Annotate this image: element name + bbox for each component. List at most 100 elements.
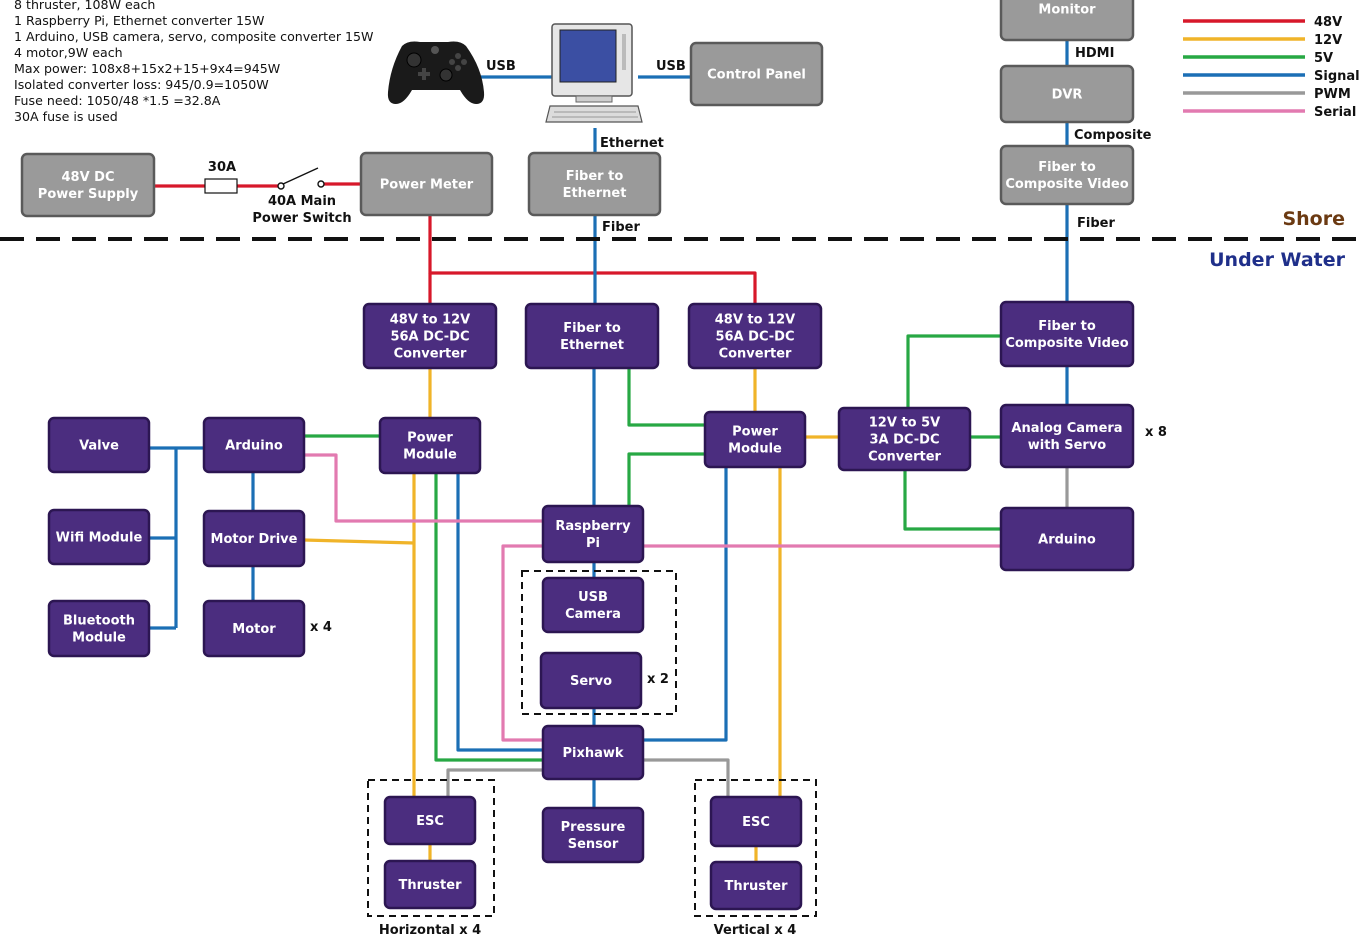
converter-12v-5v-block-label: Converter [868, 450, 941, 465]
converter-12v-5v-block-frame [837, 406, 972, 472]
converter-48v-12v-right-label: 56A DC-DC [715, 330, 794, 345]
computer-icon [545, 23, 643, 123]
wire-12v [303, 368, 839, 862]
note-line: 1 Arduino, USB camera, servo, composite … [14, 29, 374, 44]
arduino-left-block-frame [202, 416, 306, 474]
water-fiber-ethernet-block-frame [524, 302, 660, 370]
converter-48v-12v-left-label: 56A DC-DC [390, 330, 469, 345]
switch-label-line1: 40A Main [268, 194, 336, 209]
servo-block-frame [539, 651, 643, 710]
vertical-thruster-group [694, 779, 817, 917]
water-fiber-ethernet-block-label: Ethernet [560, 338, 624, 353]
note-line: 1 Raspberry Pi, Ethernet converter 15W [14, 13, 265, 28]
wire-5v [304, 334, 1001, 762]
horizontal-thruster-group [367, 779, 495, 917]
usb-camera-block-label: USB [578, 590, 608, 605]
analog-camera-block-label: with Servo [1028, 438, 1107, 453]
shore-fiber-composite-block-label: Fiber to [1038, 160, 1096, 175]
wire-48v [154, 182, 757, 304]
switch-label-line2: Power Switch [252, 211, 351, 226]
converter-12v-5v-block-label: 12V to 5V [869, 416, 940, 431]
servo-multiplier: x 2 [647, 672, 669, 687]
monitor-block: Monitor [999, 0, 1135, 42]
converter-48v-12v-left-frame [362, 302, 498, 370]
shore-fiber-composite-block: Fiber to Composite Video [999, 144, 1135, 206]
dvr-block-label: DVR [1052, 88, 1083, 103]
arduino-left-block: Arduino [202, 416, 306, 474]
water-fiber-composite-block-label: Composite Video [1005, 336, 1128, 351]
water-fiber-ethernet-block-label: Fiber to [563, 321, 621, 336]
fiber-left-label: Fiber [602, 220, 640, 235]
raspberry-pi-block-label: Pi [586, 536, 600, 551]
legend-label: Signal [1314, 69, 1360, 84]
gamepad-icon [387, 41, 485, 104]
power-module-left-block-label: Power [407, 431, 453, 446]
valve-block-label: Valve [79, 439, 119, 454]
hdmi-label: HDMI [1075, 46, 1114, 61]
wifi-module-block-label: Wifi Module [56, 531, 143, 546]
servo-block: Servo [539, 651, 643, 710]
power-module-left-block-label: Module [403, 448, 457, 463]
control-panel-block-label: Control Panel [707, 68, 806, 83]
wifi-module-block: Wifi Module [47, 508, 151, 566]
camera-multiplier: x 8 [1145, 425, 1167, 440]
converter-12v-5v-block: 12V to 5V 3A DC-DC Converter [837, 406, 972, 472]
esc-right-block: ESC [709, 795, 803, 848]
camera-servo-group [521, 570, 677, 715]
usb-camera-block: USB Camera [541, 576, 645, 634]
analog-camera-block-frame [999, 403, 1135, 469]
power-module-right-block-frame [703, 410, 807, 469]
converter-48v-12v-left-label: 48V to 12V [390, 313, 471, 328]
power-meter-block-frame [359, 151, 494, 217]
thruster-right-block-frame [709, 860, 803, 911]
power-supply-block-label: 48V DC [61, 170, 114, 185]
water-fiber-ethernet-block: Fiber to Ethernet [524, 302, 660, 370]
vertical-group-label: Vertical x 4 [714, 923, 797, 938]
legend-label: 48V [1314, 15, 1342, 30]
shore-fiber-ethernet-block-frame [527, 151, 662, 217]
pixhawk-block: Pixhawk [541, 724, 645, 781]
note-line: Isolated converter loss: 945/0.9=1050W [14, 77, 269, 92]
thruster-left-block-frame [383, 859, 477, 910]
usb-camera-block-label: Camera [565, 607, 621, 622]
usb-left-label: USB [486, 59, 516, 74]
converter-48v-12v-right-label: Converter [719, 347, 792, 362]
bluetooth-module-block-frame [47, 599, 151, 658]
legend-label: 5V [1314, 51, 1333, 66]
arduino-right-block-label: Arduino [1038, 533, 1096, 548]
power-switch-icon [277, 167, 325, 190]
motor-block-frame [202, 599, 306, 658]
power-module-right-block-label: Module [728, 442, 782, 457]
analog-camera-block-label: Analog Camera [1011, 421, 1122, 436]
legend-label: 12V [1314, 33, 1342, 48]
esc-right-block-label: ESC [742, 815, 770, 830]
raspberry-pi-block-frame [541, 504, 645, 564]
esc-left-block-frame [383, 795, 477, 846]
note-line: 4 motor,9W each [14, 45, 123, 60]
note-line: Fuse need: 1050/48 *1.5 =32.8A [14, 93, 221, 108]
power-supply-block-frame [20, 152, 156, 218]
motor-multiplier: x 4 [310, 620, 332, 635]
shore-fiber-composite-block-label: Composite Video [1005, 177, 1128, 192]
motor-drive-block-label: Motor Drive [211, 532, 298, 547]
converter-12v-5v-block-label: 3A DC-DC [870, 433, 940, 448]
arduino-right-block-frame [999, 506, 1135, 572]
usb-right-label: USB [656, 59, 686, 74]
thruster-left-block-label: Thruster [399, 878, 463, 893]
power-supply-block-label: Power Supply [38, 187, 139, 202]
fiber-right-label: Fiber [1077, 216, 1115, 231]
legend-label: Serial [1314, 105, 1356, 120]
bluetooth-module-block-label: Bluetooth [63, 614, 135, 629]
usb-camera-block-frame [541, 576, 645, 634]
converter-48v-12v-right-label: 48V to 12V [715, 313, 796, 328]
power-meter-block-label: Power Meter [380, 178, 474, 193]
ethernet-label: Ethernet [600, 136, 664, 151]
water-fiber-composite-block-frame [999, 300, 1135, 368]
power-meter-block: Power Meter [359, 151, 494, 217]
esc-left-block: ESC [383, 795, 477, 846]
